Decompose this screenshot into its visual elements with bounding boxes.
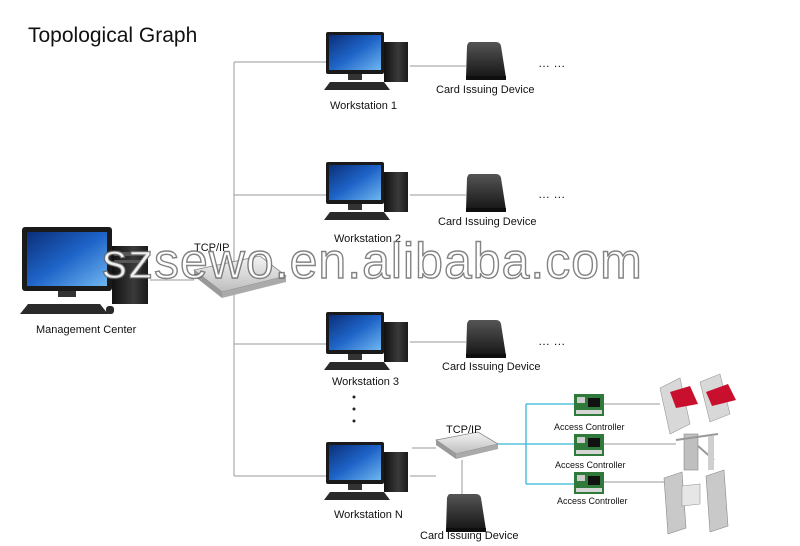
- workstation-2-label: Workstation 2: [334, 233, 402, 245]
- card-issuing-device-3-label: Card Issuing Device: [442, 361, 541, 373]
- workstation-1-label: Workstation 1: [330, 100, 398, 112]
- access-controller-2-label: Access Controller: [555, 460, 626, 470]
- access-controller-3-label: Access Controller: [557, 496, 628, 506]
- workstation-3-label: Workstation 3: [332, 376, 400, 388]
- sub-switch: [434, 431, 500, 459]
- ellipsis-2: … …: [538, 187, 566, 201]
- card-issuing-device-2-label: Card Issuing Device: [438, 216, 537, 228]
- cyan-lines: [497, 403, 574, 485]
- swing-barrier-turnstile: [663, 469, 729, 535]
- management-computer: [20, 227, 148, 314]
- management-center-label: Management Center: [36, 324, 137, 336]
- vertical-ellipsis: [352, 395, 356, 423]
- ellipsis-3: … …: [538, 334, 566, 348]
- watermark-text: szsewo.en.alibaba.com: [101, 232, 643, 289]
- access-controller-boards: [574, 394, 604, 494]
- tcp-ip-main-label: TCP/IP: [194, 242, 230, 254]
- flap-barrier-turnstile: [659, 373, 736, 435]
- ellipsis-1: … …: [538, 56, 566, 70]
- main-switch: [193, 255, 287, 298]
- workstation-n-label: Workstation N: [334, 509, 403, 521]
- diagram-title: Topological Graph: [28, 24, 198, 47]
- tcp-ip-sub-label: TCP/IP: [446, 424, 482, 436]
- access-controller-1-label: Access Controller: [554, 422, 625, 432]
- card-readers: [446, 42, 506, 532]
- card-issuing-device-4-label: Card Issuing Device: [420, 530, 519, 542]
- card-issuing-device-1-label: Card Issuing Device: [436, 84, 535, 96]
- tripod-turnstile: [675, 433, 719, 471]
- workstation-computers: [324, 32, 408, 500]
